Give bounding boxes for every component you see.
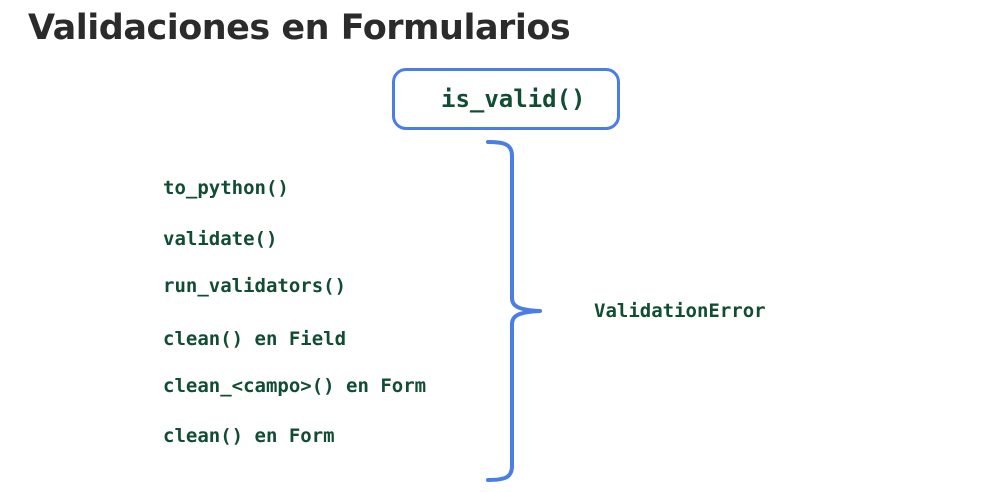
step-run-validators: run_validators() xyxy=(163,275,347,297)
page-title: Validaciones en Formularios xyxy=(28,8,571,48)
step-clean-campo-form: clean_<campo>() en Form xyxy=(163,375,427,397)
is-valid-label: is_valid() xyxy=(441,85,586,113)
step-clean-form: clean() en Form xyxy=(163,425,335,447)
step-validate: validate() xyxy=(163,228,278,250)
step-to-python: to_python() xyxy=(163,177,289,199)
is-valid-box: is_valid() xyxy=(392,68,620,130)
step-clean-field: clean() en Field xyxy=(163,328,347,350)
validation-error-label: ValidationError xyxy=(594,300,766,322)
